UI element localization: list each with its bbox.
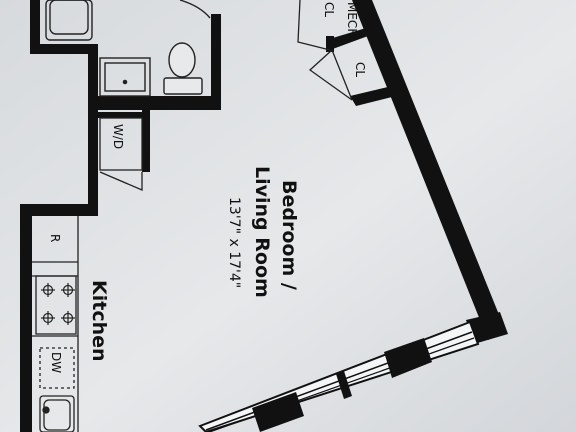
stove [35,275,77,335]
window-pier-2 [384,338,432,378]
bath-door-swing [179,0,211,19]
wd-closet [99,117,143,191]
wall-kitchen-left [20,204,32,432]
wall-bath-left [88,44,98,210]
closet-label: CL [353,62,367,77]
sink [39,395,75,432]
closet-doors [297,0,353,101]
shower-stall-inner [104,62,146,92]
wall-exterior-corner [466,312,508,344]
bathroom-fixtures [45,0,211,97]
wall-tub-bottom [30,44,98,54]
wall-closet-bottom [350,86,396,106]
wd-door-swing [99,171,143,191]
shower-drain [122,79,128,85]
mech-door-swing [297,0,331,51]
burner-2 [61,283,75,297]
washer-dryer-label: W/D [111,124,125,149]
wall-kitchen-step [20,204,98,216]
closet-door-swing [308,49,353,101]
bathtub [45,0,93,41]
sink-basin [43,399,71,431]
room-name-line2: Living Room [251,166,273,298]
kitchen-label: Kitchen [88,280,110,362]
stove-burners [41,283,75,325]
wall-wd-right [142,110,150,172]
wall-wd-top [98,112,146,118]
wall-bath-right [211,14,221,110]
window-wall [198,320,480,432]
dishwasher-box [39,347,75,389]
wall-exterior-diagonal [352,0,506,340]
walls [20,0,508,432]
window-pier-1 [252,392,304,432]
burner-3 [41,311,55,325]
mech-closet-label-line1: MECH [345,2,359,37]
burner-1 [41,283,55,297]
room-name-line1: Bedroom / [278,180,300,290]
closet-door-leaf [331,49,353,101]
kitchen-counter [32,216,79,432]
dishwasher-label: DW [49,352,63,373]
room-dimensions: 13'7" x 17'4" [226,197,242,288]
refrigerator-label: R [48,234,62,242]
wall-tub-left [30,0,40,52]
sink-faucet [42,406,50,414]
bathtub-inner [49,0,89,35]
toilet-tank [163,77,203,95]
wd-closet-box [99,117,143,171]
toilet-bowl [168,42,196,78]
shower-stall [99,57,151,97]
wall-mech-bottom [326,28,368,50]
mech-closet-label-line2: CL [322,2,336,17]
window-pier-3 [336,371,352,399]
burner-4 [61,311,75,325]
wall-bath-bottom [88,96,221,110]
